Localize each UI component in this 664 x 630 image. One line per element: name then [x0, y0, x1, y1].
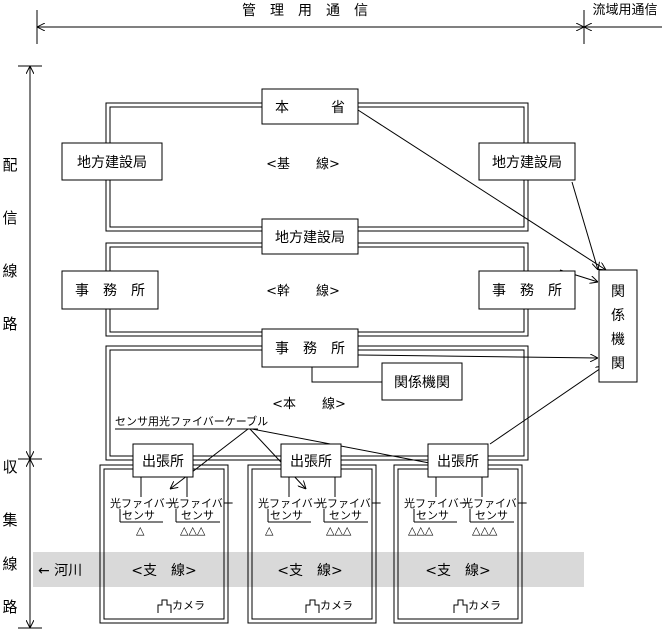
related-agencies-char-3: 機	[611, 332, 625, 348]
related-agencies-char-1: 関	[611, 284, 625, 300]
sensor-2a-line1: 光ファイバー	[258, 496, 324, 510]
office-left-label: 事 務 所	[75, 283, 145, 299]
sensor-3b-line2: センサ	[475, 509, 508, 522]
sensor-1b-line2: センサ	[181, 509, 214, 522]
sensor-1a-line1: 光ファイバー	[110, 496, 176, 510]
trunk-line-label: <基 線>	[266, 156, 340, 172]
regional-bureau-center: 地方建設局	[261, 218, 359, 255]
haishin-char-1: 配	[2, 156, 17, 174]
sensor-2a-line2: センサ	[270, 509, 303, 522]
branch-office-3: 出張所	[427, 443, 489, 478]
office-right: 事 務 所	[478, 270, 576, 310]
regional-bureau-left-label: 地方建設局	[77, 155, 147, 171]
branch-loop-2	[247, 464, 377, 624]
left-dimensions: 配 信 線 路 収 集 線 路	[1, 65, 42, 629]
sensor-3a-line1: 光ファイバー	[404, 496, 470, 510]
branch-office-3-label: 出張所	[437, 454, 479, 470]
camera-icon	[305, 599, 320, 613]
sensor-1a: 光ファイバー センサ △	[110, 496, 176, 537]
sensor-3b: 光ファイバー センサ △△△	[462, 496, 528, 537]
branch-line-label-3: <支 線>	[425, 563, 490, 579]
office-center-label: 事 務 所	[275, 341, 345, 357]
cable-label: センサ用光ファイバーケーブル	[115, 414, 268, 428]
sensor-1b: 光ファイバー センサ △△△	[168, 496, 234, 537]
header-ryuiki-label: 流域用通信	[592, 3, 657, 18]
sensor-1b-line1: 光ファイバー	[168, 496, 234, 510]
shushu-char-4: 路	[2, 598, 17, 616]
camera-3: カメラ	[453, 599, 501, 613]
sensor-1a-triangles: △	[136, 524, 145, 537]
office-left: 事 務 所	[61, 270, 159, 310]
sensor-2a: 光ファイバー センサ △	[258, 496, 324, 537]
header-kanri-label: 管 理 用 通 信	[242, 3, 368, 19]
honsho-label: 本 省	[275, 100, 345, 116]
camera-3-label: カメラ	[468, 599, 501, 612]
related-agencies-vertical-node: 関 係 機 関	[598, 269, 638, 383]
sensor-connectors	[140, 477, 483, 497]
sensor-1a-line2: センサ	[122, 509, 155, 522]
related-agencies-char-2: 係	[611, 308, 625, 324]
regional-bureau-center-label: 地方建設局	[275, 230, 345, 246]
office-right-label: 事 務 所	[492, 283, 562, 299]
sensor-1b-triangles: △△△	[180, 524, 206, 537]
branch-loop-3	[393, 464, 523, 624]
regional-bureau-right-label: 地方建設局	[492, 155, 562, 171]
sensor-3b-line1: 光ファイバー	[462, 496, 528, 510]
branch-loop-1	[99, 464, 229, 624]
honsen-line-label: <本 線>	[272, 396, 346, 412]
branch-office-2-label: 出張所	[290, 454, 332, 470]
shushu-char-1: 収	[2, 458, 17, 476]
branch-line-label-2: <支 線>	[277, 563, 342, 579]
sensor-2a-triangles: △	[265, 524, 274, 537]
shushu-char-2: 集	[2, 511, 17, 529]
camera-2: カメラ	[305, 599, 353, 613]
sensor-3b-triangles: △△△	[472, 524, 498, 537]
sensor-3a-triangles: △△△	[408, 524, 434, 537]
haishin-char-2: 信	[2, 209, 17, 227]
camera-1-label: カメラ	[172, 599, 205, 612]
river-band	[33, 552, 584, 587]
sensor-2b: 光ファイバー センサ △△△	[316, 496, 382, 537]
main-line-loop: <幹 線>	[105, 242, 529, 337]
branch-office-2: 出張所	[280, 443, 342, 478]
sensor-2b-triangles: △△△	[326, 524, 352, 537]
related-agency-node: 関係機関	[381, 362, 463, 401]
main-line-label: <幹 線>	[266, 283, 340, 299]
camera-2-label: カメラ	[320, 599, 353, 612]
honsho-node: 本 省	[261, 88, 359, 125]
branch-office-1-label: 出張所	[142, 454, 184, 470]
regional-bureau-right: 地方建設局	[478, 142, 576, 181]
regional-bureau-left: 地方建設局	[61, 142, 163, 181]
sensor-2b-line1: 光ファイバー	[316, 496, 382, 510]
camera-icon	[157, 599, 172, 613]
sensor-2b-line2: センサ	[329, 509, 362, 522]
haishin-char-4: 路	[2, 315, 17, 333]
shushu-char-3: 線	[2, 555, 17, 573]
office-center: 事 務 所	[261, 328, 359, 368]
header-dimensions: 管 理 用 通 信 流域用通信	[36, 0, 662, 44]
branch-office-1: 出張所	[132, 443, 194, 478]
branch-line-label-1: <支 線>	[131, 563, 196, 579]
camera-1: カメラ	[157, 599, 205, 613]
related-agencies-char-4: 関	[611, 356, 625, 372]
sensor-3a: 光ファイバー センサ △△△	[404, 496, 470, 537]
camera-icon	[453, 599, 468, 613]
river-label: ← 河川	[38, 563, 82, 579]
haishin-char-3: 線	[2, 262, 17, 280]
related-agency-label: 関係機関	[394, 375, 450, 391]
sensor-3a-line2: センサ	[416, 509, 449, 522]
